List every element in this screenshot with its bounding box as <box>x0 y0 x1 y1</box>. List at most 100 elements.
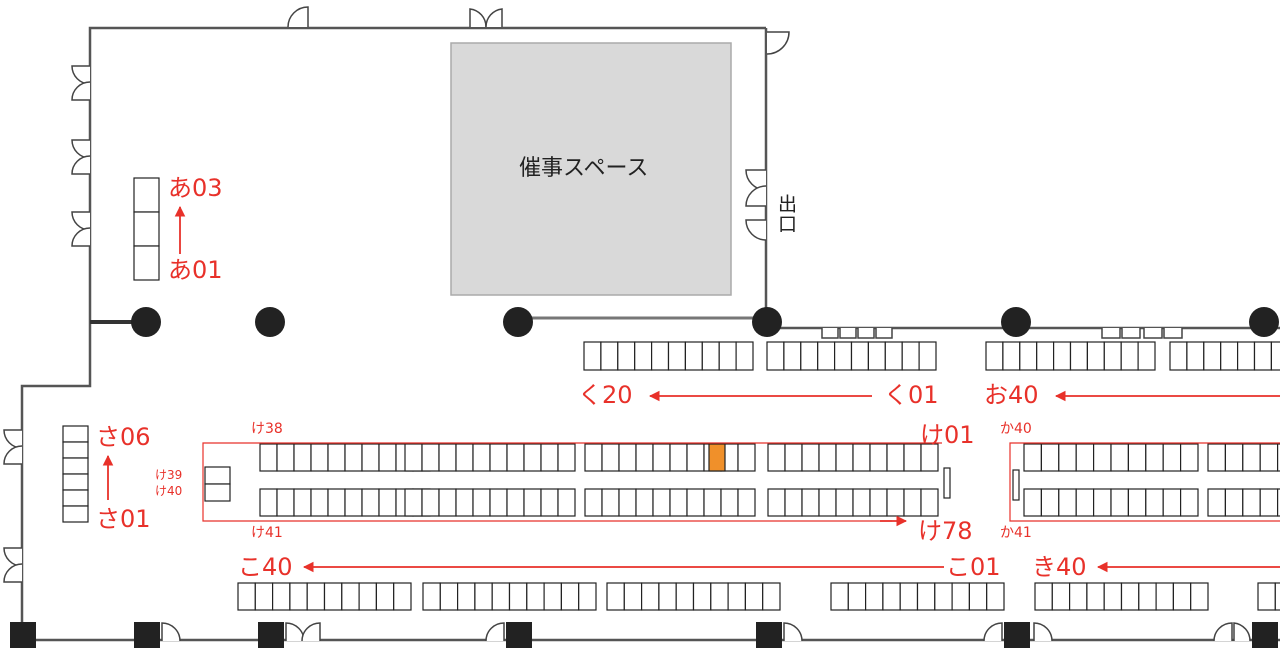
booth[interactable] <box>1169 341 1188 371</box>
booth[interactable] <box>1276 443 1280 472</box>
booth[interactable] <box>1110 488 1129 517</box>
booth[interactable] <box>560 582 580 611</box>
booth[interactable] <box>692 582 712 611</box>
booth[interactable] <box>204 466 231 485</box>
booth[interactable] <box>718 341 737 371</box>
booth[interactable] <box>886 443 905 472</box>
booth[interactable] <box>523 443 542 472</box>
booth[interactable] <box>737 488 756 517</box>
booth[interactable] <box>1137 341 1156 371</box>
booth[interactable] <box>886 488 905 517</box>
booth[interactable] <box>133 245 160 281</box>
booth[interactable] <box>601 443 620 472</box>
booth[interactable] <box>1253 341 1272 371</box>
booth[interactable] <box>901 341 920 371</box>
booth[interactable] <box>985 341 1004 371</box>
booth[interactable] <box>850 341 869 371</box>
booth[interactable] <box>1075 443 1095 472</box>
booth[interactable] <box>1242 488 1261 517</box>
booth[interactable] <box>506 488 525 517</box>
booth[interactable] <box>583 341 602 371</box>
booth[interactable] <box>869 488 888 517</box>
booth[interactable] <box>455 488 474 517</box>
booth[interactable] <box>1040 488 1060 517</box>
booth[interactable] <box>920 488 939 517</box>
booth[interactable] <box>378 443 397 472</box>
booth[interactable] <box>762 582 781 611</box>
booth[interactable] <box>884 341 903 371</box>
booth[interactable] <box>1034 582 1053 611</box>
booth[interactable] <box>1127 488 1147 517</box>
booth[interactable] <box>254 582 274 611</box>
booth[interactable] <box>640 582 660 611</box>
booth[interactable] <box>1138 582 1157 611</box>
booth[interactable] <box>1162 443 1182 472</box>
booth[interactable] <box>422 582 441 611</box>
booth[interactable] <box>1103 582 1123 611</box>
booth[interactable] <box>310 488 329 517</box>
booth[interactable] <box>1068 582 1088 611</box>
booth[interactable] <box>1127 443 1147 472</box>
booth[interactable] <box>1103 341 1122 371</box>
booth[interactable] <box>918 341 937 371</box>
booth[interactable] <box>1110 443 1129 472</box>
booth[interactable] <box>293 488 312 517</box>
booth[interactable] <box>1224 488 1244 517</box>
booth[interactable] <box>439 582 459 611</box>
booth[interactable] <box>1259 443 1279 472</box>
booth[interactable] <box>1069 341 1088 371</box>
booth[interactable] <box>344 488 363 517</box>
booth[interactable] <box>1190 582 1209 611</box>
booth[interactable] <box>1051 582 1071 611</box>
booth[interactable] <box>455 443 474 472</box>
booth[interactable] <box>526 582 545 611</box>
booth[interactable] <box>1058 443 1077 472</box>
booth[interactable] <box>523 488 542 517</box>
booth[interactable] <box>986 582 1005 611</box>
booth[interactable] <box>864 582 884 611</box>
booth[interactable] <box>916 582 936 611</box>
booth[interactable] <box>710 582 729 611</box>
booth[interactable] <box>818 488 837 517</box>
booth[interactable] <box>667 341 686 371</box>
booth[interactable] <box>421 488 440 517</box>
booth[interactable] <box>1145 443 1164 472</box>
booth[interactable] <box>438 488 457 517</box>
booth[interactable] <box>543 582 562 611</box>
booth[interactable] <box>658 582 677 611</box>
booth[interactable] <box>557 443 576 472</box>
booth[interactable] <box>1207 488 1226 517</box>
booth[interactable] <box>882 582 901 611</box>
booth[interactable] <box>1203 341 1222 371</box>
booth[interactable] <box>1086 341 1105 371</box>
booth[interactable] <box>489 443 508 472</box>
booth[interactable] <box>276 488 295 517</box>
booth[interactable] <box>650 341 670 371</box>
booth[interactable] <box>1242 443 1261 472</box>
booth[interactable] <box>686 488 705 517</box>
booth[interactable] <box>1257 582 1276 611</box>
booth[interactable] <box>920 443 939 472</box>
highlighted-booth[interactable] <box>708 443 726 472</box>
booth[interactable] <box>62 505 89 523</box>
booth[interactable] <box>438 443 457 472</box>
booth[interactable] <box>1058 488 1077 517</box>
booth[interactable] <box>744 582 764 611</box>
booth[interactable] <box>600 341 619 371</box>
booth[interactable] <box>1207 443 1226 472</box>
booth[interactable] <box>903 488 922 517</box>
booth[interactable] <box>1092 443 1112 472</box>
booth[interactable] <box>934 582 953 611</box>
booth[interactable] <box>1259 488 1279 517</box>
booth[interactable] <box>1086 582 1105 611</box>
booth[interactable] <box>404 488 423 517</box>
booth[interactable] <box>1002 341 1021 371</box>
booth[interactable] <box>272 582 291 611</box>
booth[interactable] <box>833 341 853 371</box>
booth[interactable] <box>903 443 922 472</box>
booth[interactable] <box>830 582 849 611</box>
booth[interactable] <box>606 582 625 611</box>
booth[interactable] <box>801 443 820 472</box>
booth[interactable] <box>578 582 597 611</box>
booth[interactable] <box>784 488 803 517</box>
